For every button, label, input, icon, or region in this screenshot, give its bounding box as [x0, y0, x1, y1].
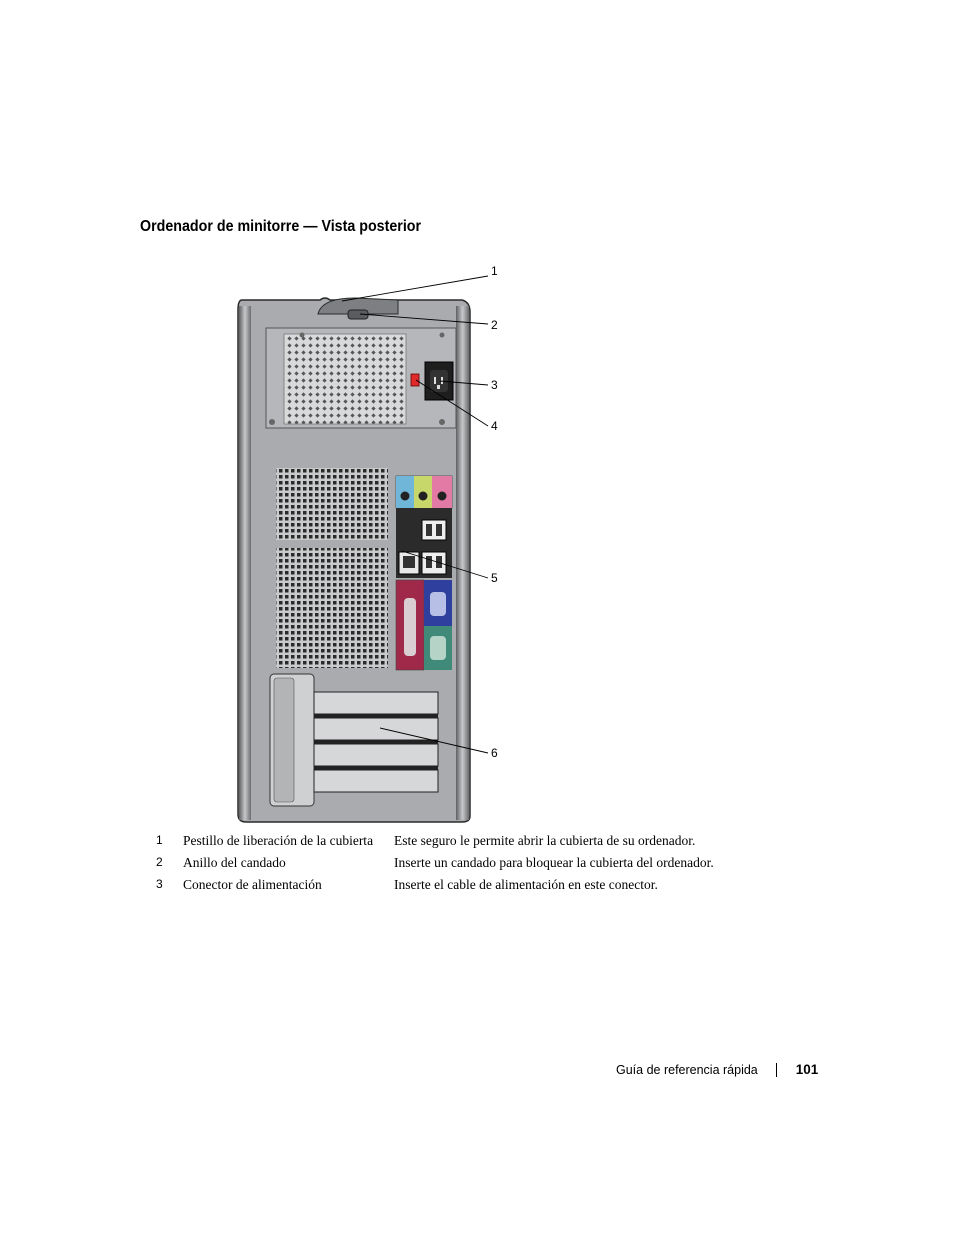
callout-legend-table: 1 Pestillo de liberación de la cubierta …: [152, 833, 714, 899]
legend-item-name: Anillo del candado: [183, 855, 286, 870]
legend-item-name: Pestillo de liberación de la cubierta: [183, 833, 374, 848]
callout-number-3: 3: [491, 378, 498, 392]
legend-item-description: Inserte un candado para bloquear la cubi…: [394, 855, 714, 870]
footer-divider: [775, 1062, 777, 1077]
callout-number-5: 5: [491, 571, 498, 585]
page-footer: Guía de referencia rápida 101: [616, 1062, 818, 1077]
callout-line-1: [341, 275, 489, 302]
voltage-selection-switch: [410, 373, 420, 387]
table-row: 1 Pestillo de liberación de la cubierta …: [152, 833, 714, 855]
legend-number: 1: [156, 833, 163, 847]
callout-line-3: [439, 380, 489, 386]
callout-line-6: [379, 727, 489, 754]
callout-number-1: 1: [491, 264, 498, 278]
legend-number: 2: [156, 855, 163, 869]
table-row: 2 Anillo del candado Inserte un candado …: [152, 855, 714, 877]
callout-number-2: 2: [491, 318, 498, 332]
table-row: 3 Conector de alimentación Inserte el ca…: [152, 877, 714, 899]
legend-item-description: Este seguro le permite abrir la cubierta…: [394, 833, 696, 848]
callout-line-5: [401, 550, 489, 579]
legend-number: 3: [156, 877, 163, 891]
power-supply-vent: [283, 333, 407, 425]
cover-release-latch: [317, 297, 399, 315]
rear-vent-upper: [276, 468, 388, 540]
section-title: Ordenador de minitorre — Vista posterior: [140, 218, 422, 235]
footer-guide-title: Guía de referencia rápida: [616, 1062, 758, 1077]
callout-line-2: [359, 313, 489, 325]
legend-item-description: Inserte el cable de alimentación en este…: [394, 877, 658, 892]
callout-number-4: 4: [491, 419, 498, 433]
page-number: 101: [795, 1062, 819, 1077]
callout-number-6: 6: [491, 746, 498, 760]
callout-line-4: [415, 379, 489, 427]
computer-back-view-illustration: 1 2 3 4 5 6: [230, 258, 520, 828]
rear-vent-lower: [276, 548, 388, 668]
legend-item-name: Conector de alimentación: [183, 877, 322, 892]
